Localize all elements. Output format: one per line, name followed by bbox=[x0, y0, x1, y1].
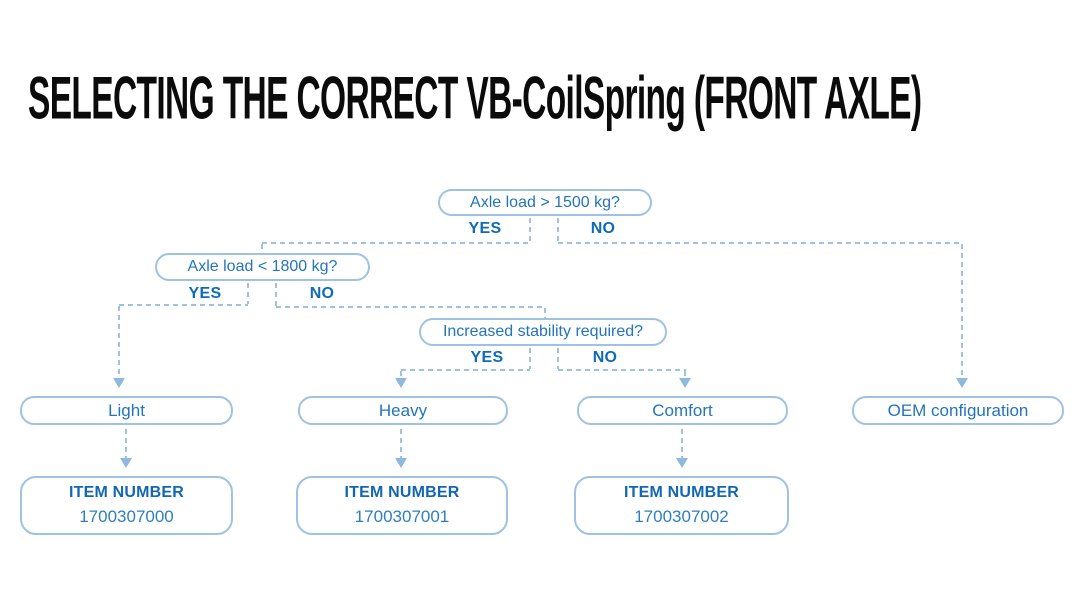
connector-line bbox=[684, 371, 686, 378]
connector-line bbox=[275, 283, 277, 306]
item-number-value: 1700307001 bbox=[354, 507, 450, 526]
connector-line bbox=[557, 218, 559, 242]
connector-line bbox=[401, 369, 530, 371]
connector-line bbox=[125, 429, 127, 458]
connector-line bbox=[558, 369, 686, 371]
arrow-down-icon bbox=[956, 378, 968, 388]
connector-line bbox=[247, 283, 249, 304]
outcome-label: Light bbox=[108, 401, 145, 420]
yes-label-decision-2: YES bbox=[188, 285, 222, 302]
no-label-decision-1: NO bbox=[590, 220, 616, 237]
no-label-decision-2: NO bbox=[309, 285, 335, 302]
connector-line bbox=[529, 218, 531, 242]
arrow-down-icon bbox=[113, 378, 125, 388]
arrow-down-icon bbox=[395, 378, 407, 388]
item-number-box-1700307000: ITEM NUMBER 1700307000 bbox=[20, 476, 233, 535]
decision-box-axle-load-1500: Axle load > 1500 kg? bbox=[438, 189, 652, 216]
yes-label-decision-3: YES bbox=[470, 349, 504, 366]
item-number-box-1700307001: ITEM NUMBER 1700307001 bbox=[296, 476, 508, 535]
item-number-heading: ITEM NUMBER bbox=[344, 484, 460, 501]
arrow-down-icon bbox=[679, 378, 691, 388]
outcome-label: Comfort bbox=[652, 401, 713, 420]
page-title: SELECTING THE CORRECT VB-CoilSpring (FRO… bbox=[28, 64, 922, 132]
connector-line bbox=[558, 242, 962, 244]
item-number-value: 1700307002 bbox=[634, 507, 729, 526]
connector-line bbox=[544, 308, 546, 318]
no-label-decision-3: NO bbox=[592, 349, 618, 366]
decision-question: Axle load > 1500 kg? bbox=[470, 193, 620, 211]
item-number-heading: ITEM NUMBER bbox=[623, 484, 740, 501]
item-number-box-1700307002: ITEM NUMBER 1700307002 bbox=[574, 476, 789, 535]
decision-question: Increased stability required? bbox=[442, 323, 644, 340]
outcome-box-light: Light bbox=[20, 396, 233, 425]
decision-box-increased-stability: Increased stability required? bbox=[419, 318, 667, 346]
item-number-value: 1700307000 bbox=[79, 507, 174, 526]
connector-line bbox=[118, 306, 120, 378]
connector-line bbox=[261, 244, 263, 253]
connector-line bbox=[681, 429, 683, 458]
connector-line bbox=[529, 348, 531, 369]
connector-line bbox=[276, 306, 545, 308]
connector-line bbox=[400, 429, 402, 458]
outcome-label: OEM configuration bbox=[887, 401, 1029, 420]
connector-line bbox=[262, 242, 530, 244]
outcome-box-heavy: Heavy bbox=[298, 396, 508, 425]
arrow-down-icon bbox=[120, 458, 132, 468]
arrow-down-icon bbox=[395, 458, 407, 468]
connector-line bbox=[961, 244, 963, 378]
item-number-heading: ITEM NUMBER bbox=[68, 484, 185, 501]
connector-line bbox=[119, 304, 248, 306]
connector-line bbox=[400, 371, 402, 378]
outcome-box-oem-configuration: OEM configuration bbox=[852, 396, 1064, 425]
outcome-box-comfort: Comfort bbox=[577, 396, 788, 425]
decision-box-axle-load-1800: Axle load < 1800 kg? bbox=[155, 253, 370, 281]
connector-line bbox=[557, 348, 559, 369]
yes-label-decision-1: YES bbox=[468, 220, 502, 237]
arrow-down-icon bbox=[676, 458, 688, 468]
outcome-label: Heavy bbox=[378, 401, 428, 420]
decision-question: Axle load < 1800 kg? bbox=[187, 258, 338, 275]
